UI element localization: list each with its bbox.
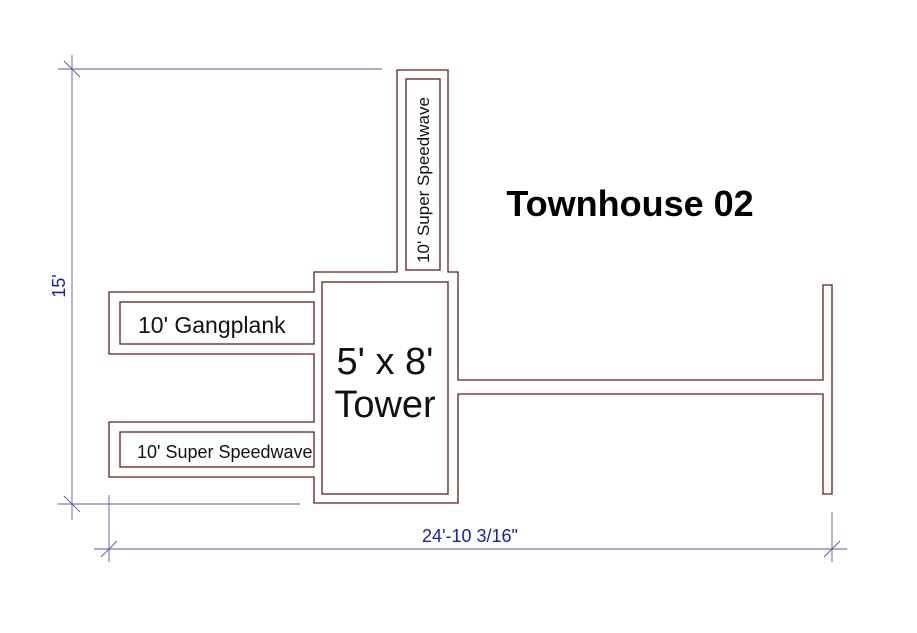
- page-title: Townhouse 02: [506, 183, 753, 224]
- lower-speedwave-box: [119, 431, 315, 468]
- vertical-speedwave-label: 10' Super Speedwave: [414, 97, 433, 263]
- lower-speedwave-label: 10' Super Speedwave: [137, 442, 313, 462]
- width-dimension-label: 24'-10 3/16": [422, 526, 518, 546]
- gangplank-box: [119, 301, 315, 345]
- width-dimension: 24'-10 3/16": [94, 495, 847, 562]
- tower-name-label: Tower: [334, 384, 436, 426]
- height-dimension-label: 15': [49, 274, 69, 297]
- tower-box: [321, 281, 449, 495]
- gangplank-label: 10' Gangplank: [138, 312, 286, 338]
- tower-size-label: 5' x 8': [337, 341, 434, 383]
- vertical-speedwave-box: [405, 78, 441, 271]
- height-dimension: 15': [49, 55, 382, 520]
